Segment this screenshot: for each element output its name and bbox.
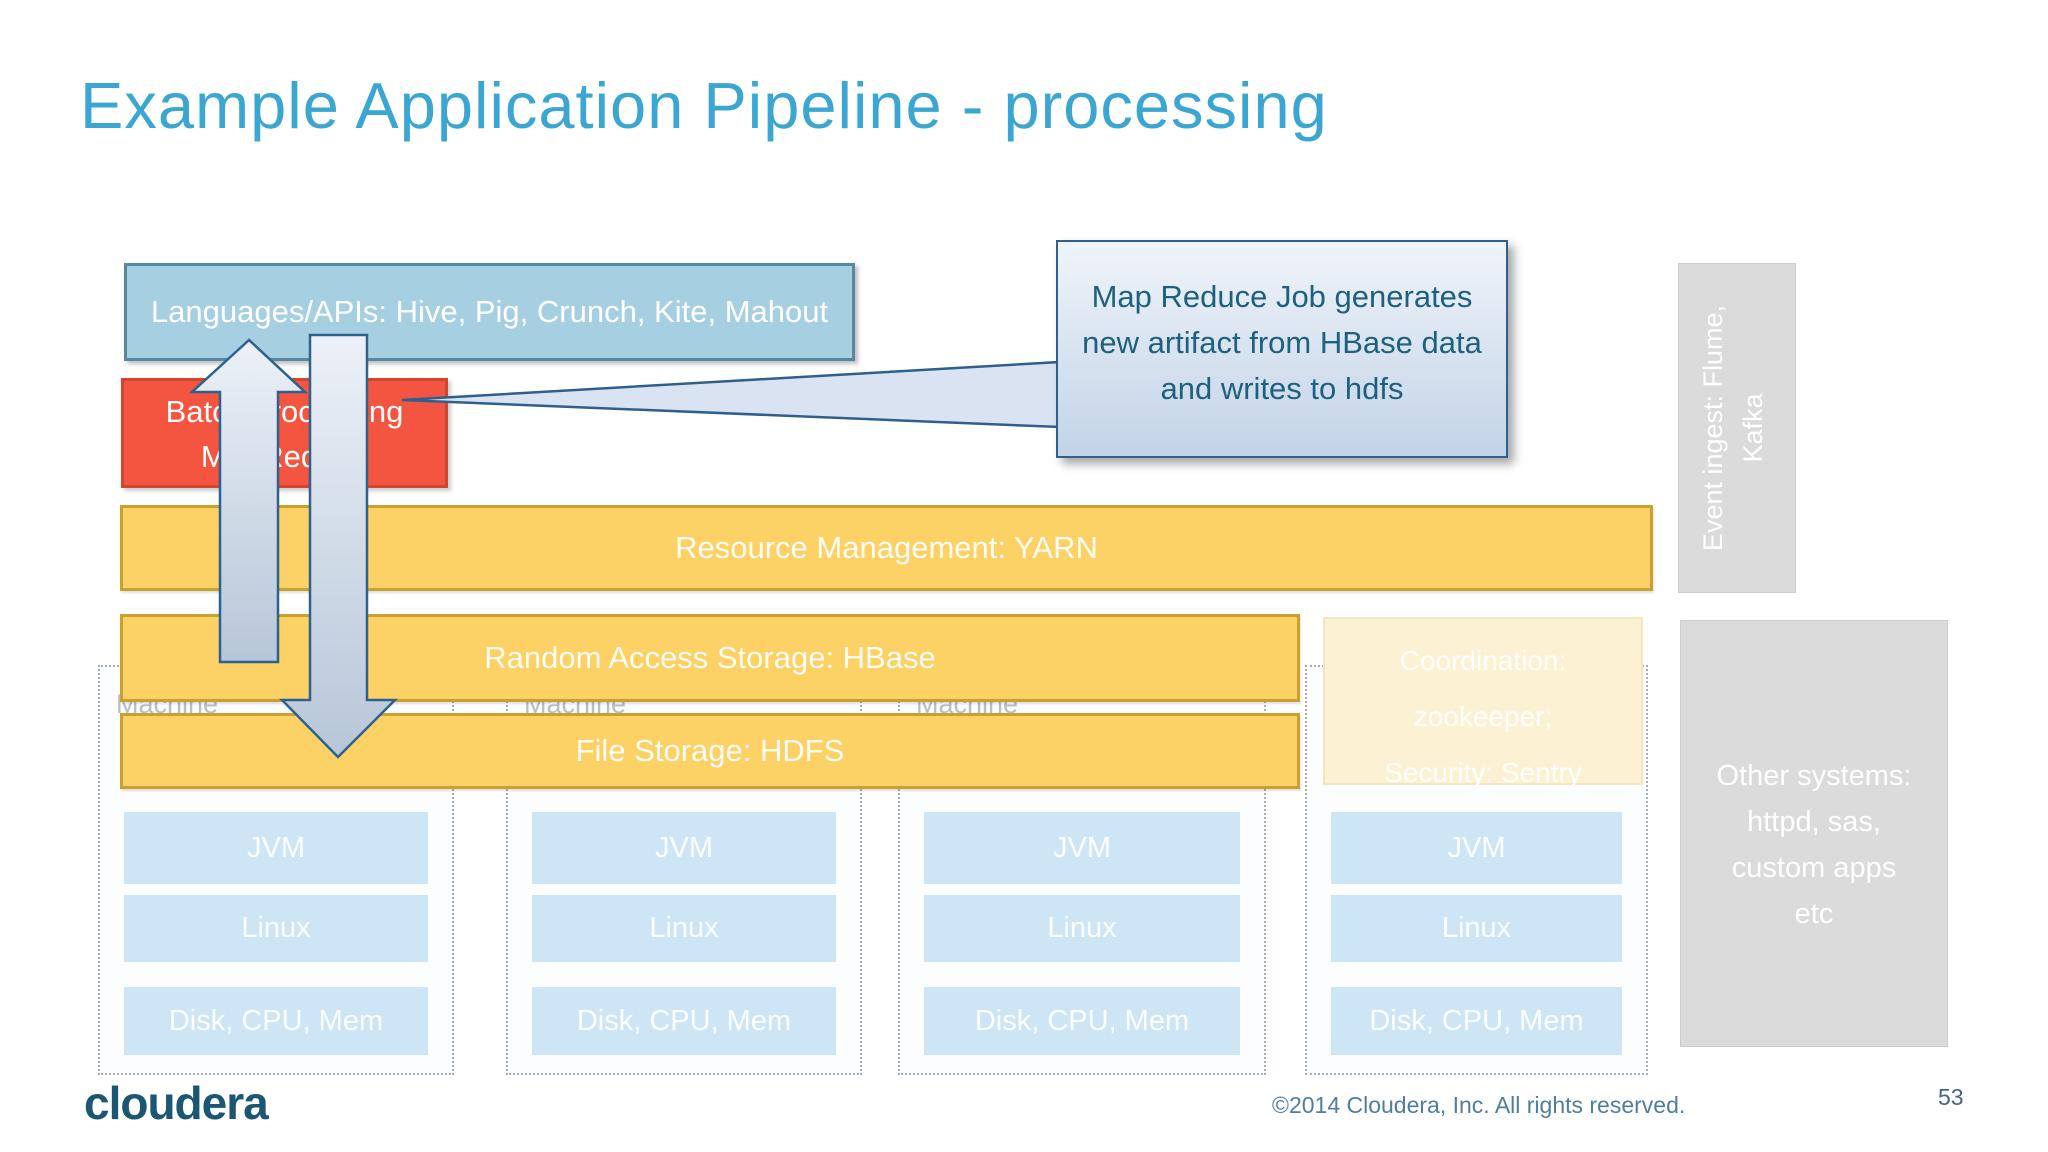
disk-cpu-mem-box: Disk, CPU, Mem bbox=[532, 987, 836, 1055]
jvm-box: JVM bbox=[924, 812, 1240, 884]
callout-pointer bbox=[401, 360, 1062, 429]
batch-processing-box: Batch processing MapReduce bbox=[121, 378, 448, 488]
page-number: 53 bbox=[1938, 1084, 1964, 1110]
callout-line3: and writes to hdfs bbox=[1160, 371, 1404, 406]
event-ingest-box bbox=[1678, 263, 1796, 593]
disk-cpu-mem-box: Disk, CPU, Mem bbox=[124, 987, 428, 1055]
other-systems-box: Other systems: httpd, sas, custom apps e… bbox=[1680, 620, 1948, 1047]
disk-cpu-mem-box: Disk, CPU, Mem bbox=[1331, 987, 1622, 1055]
languages-apis-label: Languages/APIs: Hive, Pig, Crunch, Kite,… bbox=[150, 294, 829, 329]
other-systems-line: httpd, sas, bbox=[1747, 806, 1881, 838]
linux-box: Linux bbox=[124, 895, 428, 962]
linux-box: Linux bbox=[532, 895, 836, 962]
batch-line1: Batch processing bbox=[165, 394, 404, 429]
callout-line1: Map Reduce Job generates bbox=[1091, 279, 1473, 314]
linux-box: Linux bbox=[924, 895, 1240, 962]
jvm-box: JVM bbox=[124, 812, 428, 884]
batch-line2: MapReduce bbox=[200, 439, 369, 474]
slide-title: Example Application Pipeline - processin… bbox=[80, 69, 1328, 142]
other-systems-line: etc bbox=[1794, 898, 1834, 930]
other-systems-line: Other systems: bbox=[1716, 760, 1912, 792]
languages-apis-box: Languages/APIs: Hive, Pig, Crunch, Kite,… bbox=[124, 263, 855, 361]
copyright-text: ©2014 Cloudera, Inc. All rights reserved… bbox=[1272, 1092, 1686, 1118]
coordination-line: Coordination: bbox=[1399, 645, 1567, 676]
event-ingest-label: Event ingest: Flume, Kafka bbox=[1693, 263, 1781, 593]
disk-cpu-mem-box: Disk, CPU, Mem bbox=[924, 987, 1240, 1055]
event-ingest-line1: Event ingest: Flume, bbox=[1698, 304, 1728, 552]
coordination-box: Coordination: zookeeper; Security: Sentr… bbox=[1323, 617, 1643, 788]
yarn-bar: Resource Management: YARN bbox=[120, 505, 1653, 591]
other-systems-line: custom apps bbox=[1731, 852, 1897, 884]
jvm-box: JVM bbox=[532, 812, 836, 884]
cloudera-logo: cloudera bbox=[84, 1077, 269, 1129]
jvm-box: JVM bbox=[1331, 812, 1622, 884]
linux-box: Linux bbox=[1331, 895, 1622, 962]
hdfs-bar: File Storage: HDFS bbox=[120, 713, 1300, 789]
map-reduce-callout: Map Reduce Job generates new artifact fr… bbox=[1056, 240, 1508, 458]
event-ingest-line2: Kafka bbox=[1738, 393, 1768, 463]
coordination-line: zookeeper; bbox=[1413, 701, 1553, 732]
coordination-line: Security: Sentry bbox=[1384, 757, 1582, 788]
callout-line2: new artifact from HBase data bbox=[1082, 325, 1482, 360]
hbase-bar: Random Access Storage: HBase bbox=[120, 614, 1300, 702]
